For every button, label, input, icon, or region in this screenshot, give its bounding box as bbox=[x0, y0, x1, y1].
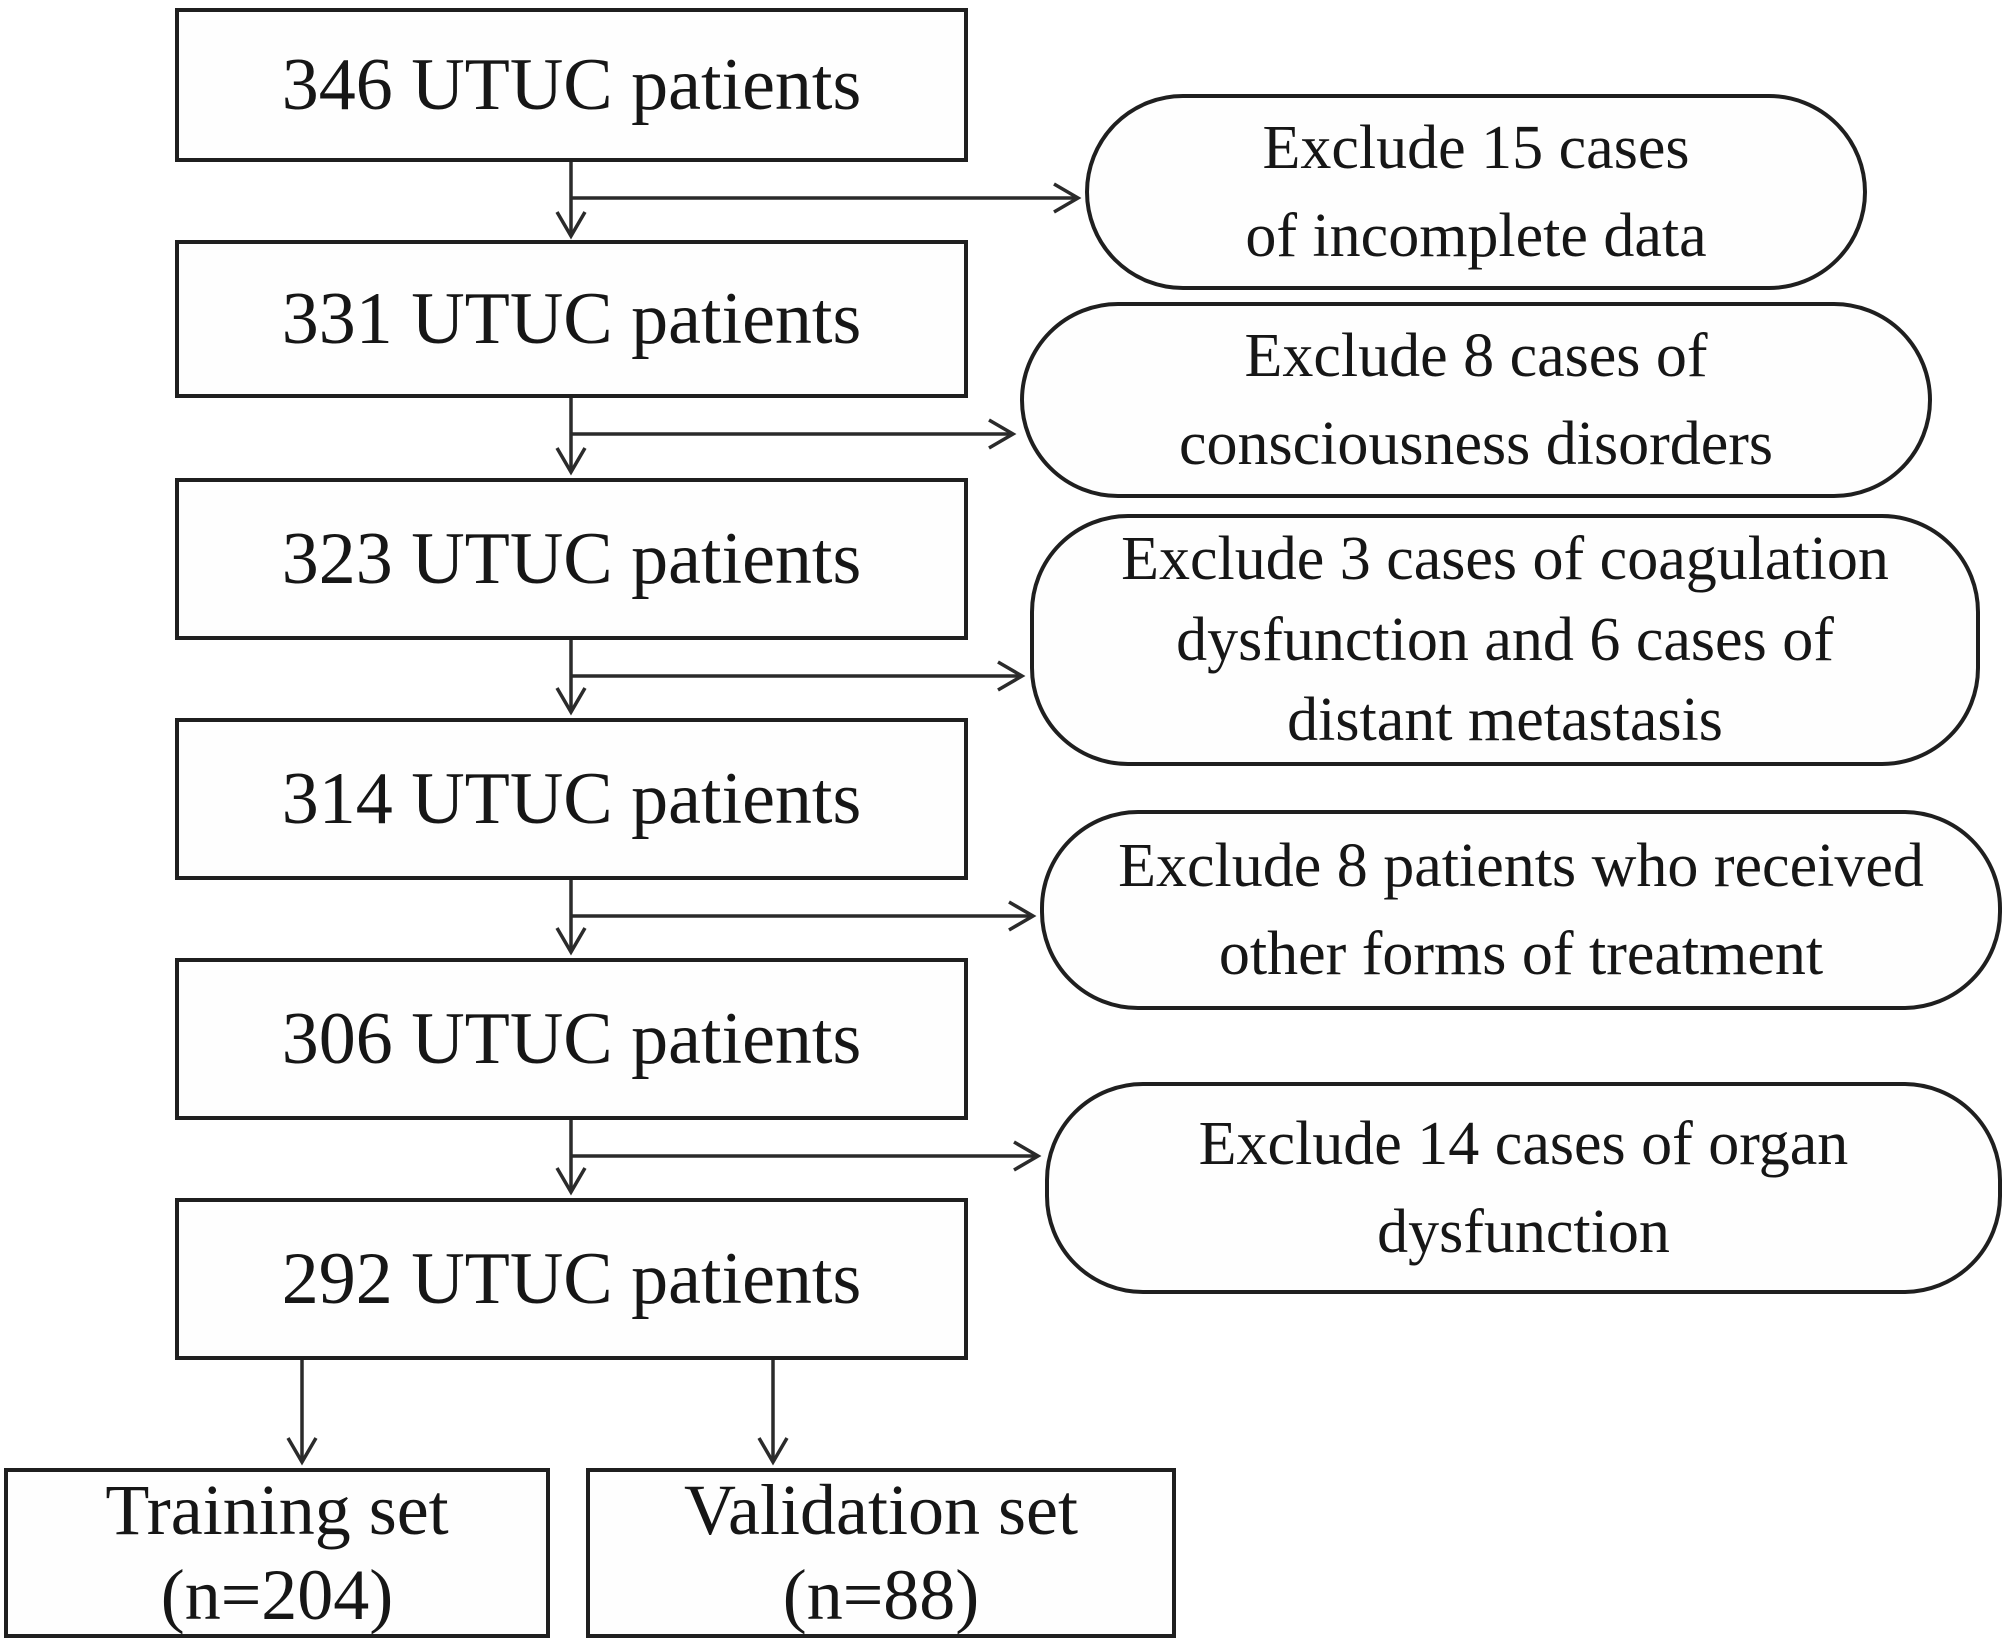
exclusion-bubble-organ-dysfunction: Exclude 14 cases of organ dysfunction bbox=[1045, 1082, 2002, 1294]
exclusion-line: Exclude 15 cases bbox=[1262, 113, 1690, 182]
outcome-line: Training set bbox=[105, 1470, 449, 1551]
exclusion-line: other forms of treatment bbox=[1218, 920, 1824, 988]
outcome-line: (n=204) bbox=[160, 1555, 394, 1635]
exclusion-bubble-incomplete-data: Exclude 15 cases of incomplete data bbox=[1085, 94, 1867, 290]
exclusion-line: consciousness disorders bbox=[1178, 410, 1774, 478]
outcome-box-training-set: Training set (n=204) bbox=[4, 1468, 550, 1638]
exclusion-line: Exclude 3 cases of coagulation bbox=[1121, 525, 1889, 594]
exclusion-line: Exclude 14 cases of organ bbox=[1198, 1109, 1849, 1178]
outcome-line: (n=88) bbox=[782, 1555, 980, 1635]
exclusion-line: distant metastasis bbox=[1287, 686, 1723, 755]
exclusion-line: Exclude 8 cases of bbox=[1244, 321, 1708, 390]
exclusion-bubble-other-treatment: Exclude 8 patients who received other fo… bbox=[1040, 810, 2002, 1010]
stage-box-314-patients: 314 UTUC patients bbox=[175, 718, 968, 880]
exclusion-line: of incomplete data bbox=[1245, 202, 1707, 270]
stage-box-292-patients: 292 UTUC patients bbox=[175, 1198, 968, 1360]
exclusion-bubble-coagulation-metastasis: Exclude 3 cases of coagulation dysfuncti… bbox=[1030, 514, 1980, 766]
exclusion-line: dysfunction bbox=[1377, 1198, 1670, 1266]
stage-box-306-patients: 306 UTUC patients bbox=[175, 958, 968, 1120]
exclusion-bubble-consciousness-disorders: Exclude 8 cases of consciousness disorde… bbox=[1020, 302, 1932, 498]
exclusion-line: Exclude 8 patients who received bbox=[1118, 831, 1924, 900]
stage-box-323-patients: 323 UTUC patients bbox=[175, 478, 968, 640]
stage-box-346-patients: 346 UTUC patients bbox=[175, 8, 968, 162]
exclusion-line: dysfunction and 6 cases of bbox=[1176, 605, 1834, 674]
outcome-box-validation-set: Validation set (n=88) bbox=[586, 1468, 1176, 1638]
stage-box-331-patients: 331 UTUC patients bbox=[175, 240, 968, 398]
outcome-line: Validation set bbox=[684, 1470, 1078, 1551]
